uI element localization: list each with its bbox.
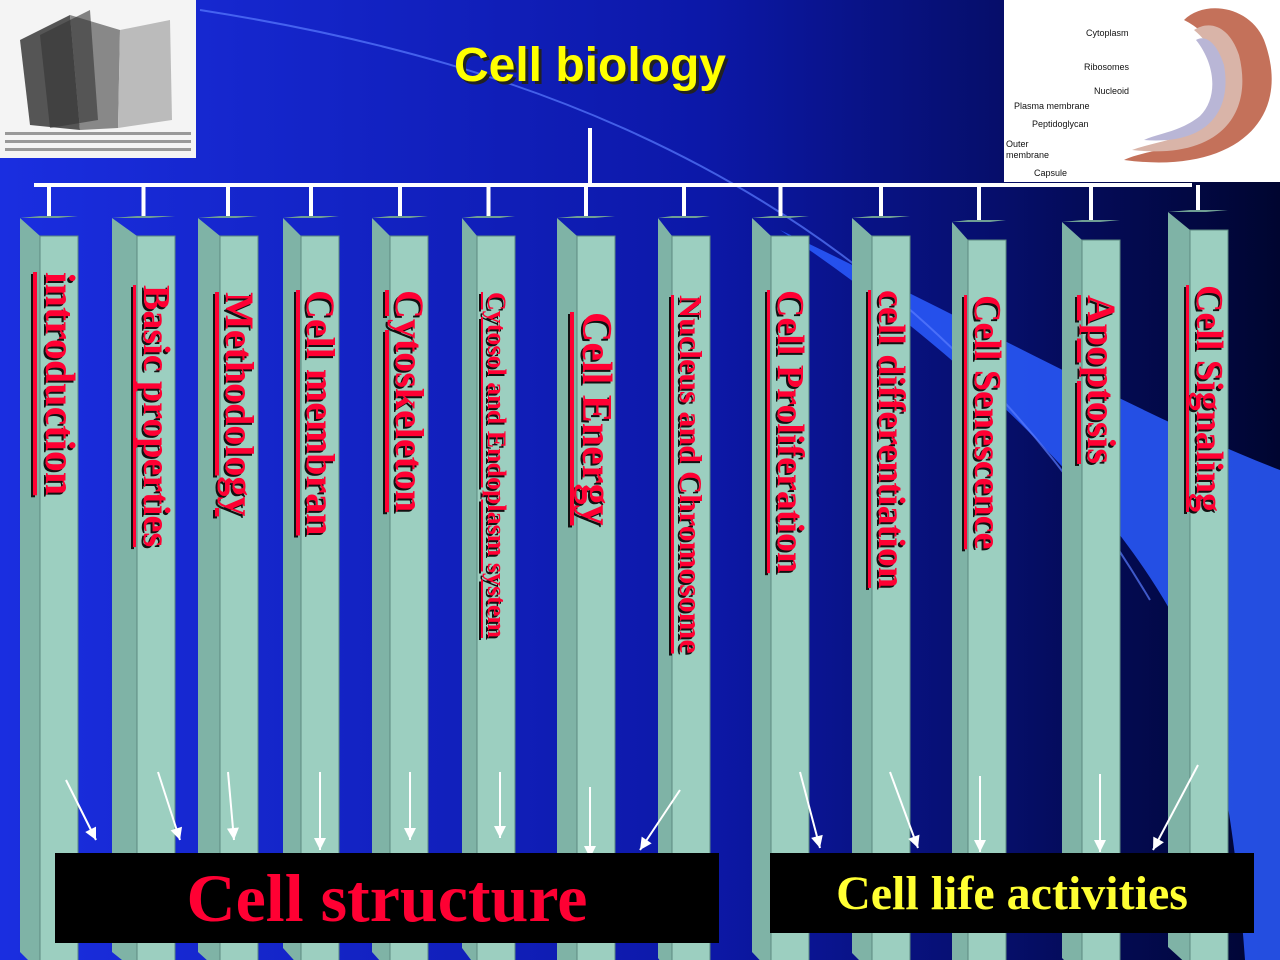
group-arrow-line	[639, 789, 681, 851]
pillar-side	[198, 218, 220, 960]
pillar-top	[1062, 220, 1120, 222]
pillar-top	[852, 216, 910, 218]
cell-figure-label: Plasma membrane	[1014, 101, 1090, 111]
pillar-label: Nucleus and Chromosome	[673, 295, 709, 654]
pillar-side	[372, 218, 390, 960]
pillar-side	[1168, 212, 1190, 960]
group-arrow-head	[226, 827, 239, 840]
pillar-label: Methodology	[217, 292, 262, 517]
pillar-label: Cell membran	[298, 290, 343, 536]
pillar-top	[1168, 210, 1228, 212]
group-arrow-head	[314, 838, 326, 850]
cell-structure-label: Cell structure	[186, 859, 588, 936]
group-arrow-line	[889, 771, 919, 849]
cell-figure-label: Ribosomes	[1084, 62, 1130, 72]
pillar-side	[20, 218, 40, 960]
pillar-label: Apoptosis	[1079, 295, 1124, 464]
topic-pillar	[462, 216, 516, 960]
connectors	[34, 128, 1200, 222]
pillar-side	[1062, 222, 1082, 960]
topic-pillar	[198, 216, 259, 960]
pillar-side	[952, 222, 968, 960]
topic-pillar	[752, 216, 810, 960]
pillar-face	[1189, 229, 1229, 960]
cell-life-activities-label: Cell life activities	[836, 866, 1188, 920]
textbook-photo	[0, 0, 196, 158]
pillar-label: Cell Proliferation	[769, 290, 811, 574]
pillar-top	[752, 216, 809, 218]
pillar-face	[671, 235, 711, 960]
group-arrow-head	[170, 826, 183, 840]
topic-pillar	[112, 216, 176, 960]
pillar-side	[557, 218, 577, 960]
pillar-face	[476, 235, 516, 960]
group-arrow-head	[404, 828, 416, 840]
pillar-top	[283, 216, 339, 218]
pillar-top	[658, 216, 710, 218]
cell-figure-label: Capsule	[1034, 168, 1067, 178]
pillar-top	[952, 220, 1006, 222]
pillar-face	[136, 235, 176, 960]
decorative-arc	[199, 9, 1151, 601]
pillar-label: introduction	[36, 272, 82, 496]
group-arrow-head	[494, 826, 506, 838]
pillar-side	[658, 218, 672, 960]
group-arrow-head	[811, 834, 823, 848]
pillar-face	[576, 235, 616, 960]
group-arrow-head	[584, 846, 596, 858]
pillar-side	[112, 218, 137, 960]
pillar-label: cell differentiation	[870, 290, 912, 588]
group-arrow-head	[908, 834, 920, 848]
topic-pillar	[20, 216, 79, 960]
topic-pillar	[658, 216, 711, 960]
pillar-face	[871, 235, 911, 960]
pillar-label: Cell Energy	[573, 312, 619, 526]
topic-pillar	[852, 216, 911, 960]
cell-life-activities-box: Cell life activities	[770, 853, 1254, 933]
group-arrows	[65, 764, 1199, 858]
pillar-top	[462, 216, 515, 218]
pillar-face	[39, 235, 79, 960]
cell-figure-label: Nucleoid	[1094, 86, 1129, 96]
pillar-top	[372, 216, 428, 218]
pillar-top	[198, 216, 258, 218]
pillar-face	[219, 235, 259, 960]
cell-figure-label: Peptidoglycan	[1032, 119, 1089, 129]
group-arrow-head	[1153, 836, 1164, 850]
pillar-label: Cell Signaling	[1188, 285, 1230, 512]
cell-figure-label: Outer	[1006, 139, 1029, 149]
cell-figure-label: Cytoplasm	[1086, 28, 1129, 38]
group-arrow-head	[85, 826, 96, 840]
pillar-side	[462, 218, 477, 960]
topic-pillar	[952, 220, 1007, 960]
book-icon	[0, 0, 196, 158]
pillar-side	[283, 218, 301, 960]
topic-pillar	[1168, 210, 1229, 960]
group-arrow-line	[1152, 764, 1199, 851]
pillar-label: Cell Senescence	[966, 295, 1008, 550]
pillar-top	[20, 216, 78, 218]
pillar-label: Cytoskeleton	[387, 290, 432, 513]
cell-figure-label: membrane	[1006, 150, 1049, 160]
pillar-side	[752, 218, 771, 960]
pillar-top	[112, 216, 175, 218]
pillar-side	[852, 218, 872, 960]
group-arrow-head	[1094, 840, 1106, 852]
topic-pillar	[557, 216, 616, 960]
group-arrow-line	[799, 771, 821, 849]
pillar-label: Cytosol and Endoplasm system	[482, 292, 511, 639]
cell-structure-box: Cell structure	[55, 853, 719, 943]
pillar-label: Basic properties	[135, 285, 177, 548]
pillar-face	[770, 235, 810, 960]
pillar-top	[557, 216, 615, 218]
group-arrow-head	[640, 836, 652, 850]
group-arrow-head	[974, 840, 986, 852]
slide-title: Cell biology	[453, 39, 726, 92]
